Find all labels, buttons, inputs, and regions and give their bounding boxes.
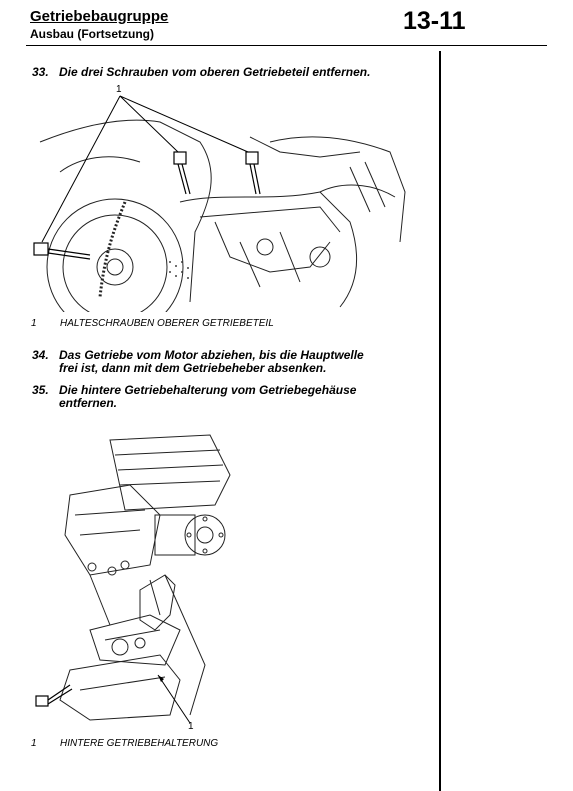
caption-number: 1 xyxy=(31,318,37,329)
bolt-middle xyxy=(173,151,191,195)
caption-text: HALTESCHRAUBEN OBERER GETRIEBETEIL xyxy=(60,318,274,329)
page-number: 13-11 xyxy=(403,7,466,35)
callout-number: 1 xyxy=(188,721,194,730)
step-text: frei ist, dann mit dem Getriebeheber abs… xyxy=(59,361,327,375)
section-subtitle: Ausbau (Fortsetzung) xyxy=(30,27,154,41)
step-number: 35. xyxy=(32,383,49,397)
bolt-left xyxy=(33,242,91,260)
step-number: 33. xyxy=(32,65,49,79)
caption-number: 1 xyxy=(31,738,37,749)
mount-bolt xyxy=(35,684,73,707)
figure-rear-mount: 1 xyxy=(35,434,231,730)
header-rule xyxy=(26,45,547,46)
step-text: Die hintere Getriebehalterung vom Getrie… xyxy=(59,383,357,397)
step-number: 34. xyxy=(32,348,49,362)
callout-number: 1 xyxy=(116,84,122,95)
bolt-right xyxy=(245,151,261,195)
section-title: Getriebebaugruppe xyxy=(30,8,169,25)
column-divider xyxy=(439,51,441,791)
step-text: Die drei Schrauben vom oberen Getriebete… xyxy=(59,65,371,79)
caption-text: HINTERE GETRIEBEHALTERUNG xyxy=(60,738,219,749)
step-text: Das Getriebe vom Motor abziehen, bis die… xyxy=(59,348,364,362)
step-text: entfernen. xyxy=(59,396,118,410)
figure-upper-bolts: 1 xyxy=(33,84,406,312)
